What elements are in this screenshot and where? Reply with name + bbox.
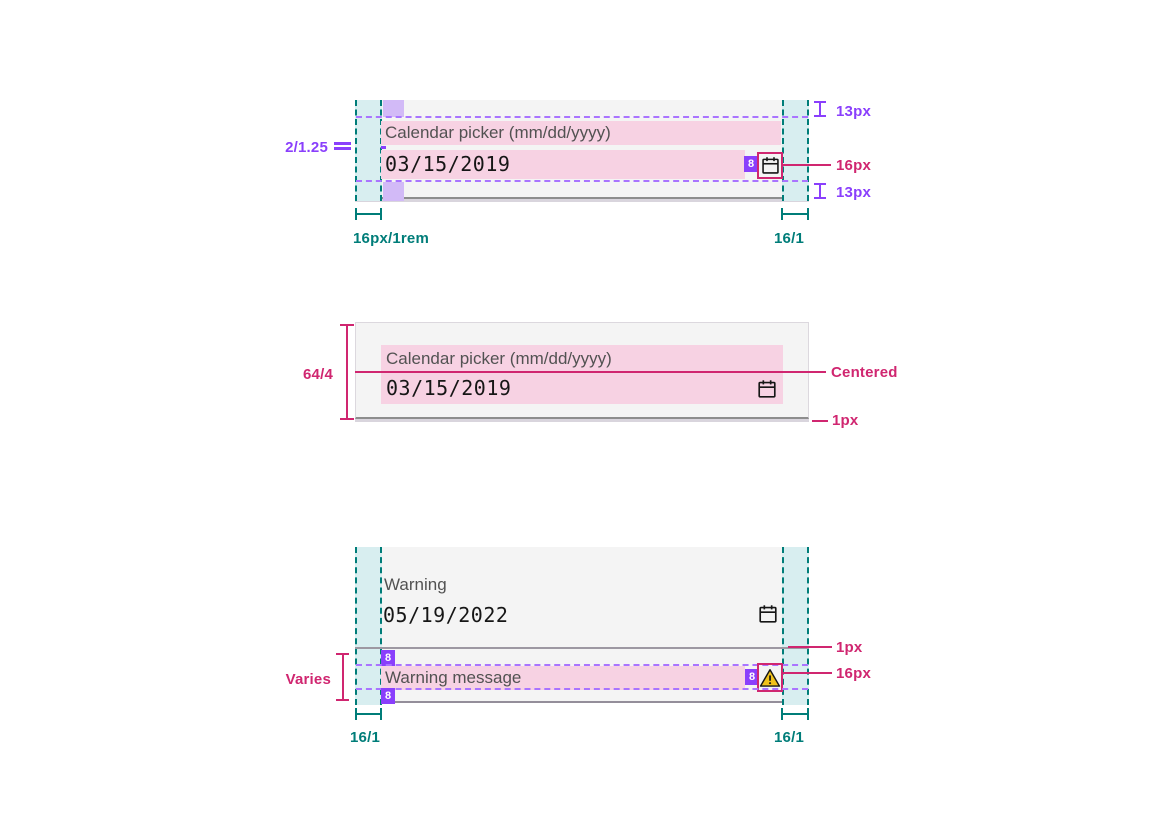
spacing-badge-top: 8 <box>381 650 395 666</box>
label-highlight: Calendar picker (mm/dd/yyyy) <box>381 121 781 145</box>
icon-pointer-line <box>783 672 832 674</box>
warning-filled-icon <box>759 667 781 689</box>
spacing-badge-right: 8 <box>745 669 759 685</box>
annotation-margin-right: 16/1 <box>774 230 804 247</box>
warning-icon-measure-box <box>757 663 783 692</box>
annotation-margin-right: 16/1 <box>774 729 804 746</box>
calendar-icon[interactable] <box>756 378 778 400</box>
calendar-icon[interactable] <box>757 603 779 625</box>
annotation-height: 64/4 <box>303 366 333 383</box>
value-highlight: 03/15/2019 <box>381 150 745 179</box>
annotation-margin-left: 16px/1rem <box>353 230 430 247</box>
padding-top-highlight <box>383 100 404 117</box>
annotation-padding-top: 13px <box>836 103 871 120</box>
padding-guide-bottom <box>356 688 808 690</box>
icon-pointer-line <box>783 164 831 166</box>
border-pointer-line <box>788 646 832 648</box>
margin-left-bracket <box>355 208 382 220</box>
spacing-badge-bottom: 8 <box>381 688 395 704</box>
date-input-value[interactable]: 05/19/2022 <box>383 603 509 627</box>
padding-top-bracket <box>814 101 826 117</box>
side-margin-guide-right <box>782 547 809 705</box>
annotation-icon-size: 16px <box>836 157 871 174</box>
label-gap-marker <box>381 146 386 149</box>
centerline <box>355 371 826 373</box>
calendar-icon[interactable] <box>760 155 781 176</box>
annotation-padding-bottom: 13px <box>836 184 871 201</box>
annotation-margin-left: 16/1 <box>350 729 380 746</box>
border-pointer-line <box>812 420 828 422</box>
calendar-icon-measure-box <box>757 152 783 179</box>
label-highlight: Calendar picker (mm/dd/yyyy) <box>381 345 783 372</box>
input-label: Calendar picker (mm/dd/yyyy) <box>386 349 612 368</box>
annotation-border: 1px <box>836 639 863 656</box>
padding-guide-top <box>356 664 808 666</box>
varies-bracket <box>336 653 349 701</box>
height-bracket <box>340 324 354 420</box>
padding-bottom-highlight <box>383 182 404 201</box>
annotation-centered: Centered <box>831 364 898 381</box>
input-label: Warning <box>384 575 447 594</box>
field-divider <box>355 647 809 649</box>
annotation-icon-size: 16px <box>836 665 871 682</box>
spacing-badge: 8 <box>744 156 758 172</box>
message-highlight: Warning message <box>381 666 745 690</box>
annotation-label-gap: 2/1.25 <box>285 139 328 156</box>
date-input-value[interactable]: 03/15/2019 <box>386 376 512 400</box>
side-margin-guide-left <box>355 547 382 705</box>
padding-bottom-bracket <box>814 183 826 199</box>
annotation-varies: Varies <box>285 671 331 688</box>
warning-message-text: Warning message <box>385 668 522 687</box>
padding-guide-top <box>356 116 808 118</box>
gap-bracket <box>334 142 351 150</box>
margin-left-bracket <box>355 708 382 720</box>
value-highlight: 03/15/2019 <box>381 373 783 404</box>
margin-right-bracket <box>781 208 809 220</box>
margin-right-bracket <box>781 708 809 720</box>
input-label: Calendar picker (mm/dd/yyyy) <box>385 123 611 142</box>
annotation-border: 1px <box>832 412 859 429</box>
date-input-value[interactable]: 03/15/2019 <box>385 152 511 176</box>
padding-guide-bottom <box>356 180 808 182</box>
